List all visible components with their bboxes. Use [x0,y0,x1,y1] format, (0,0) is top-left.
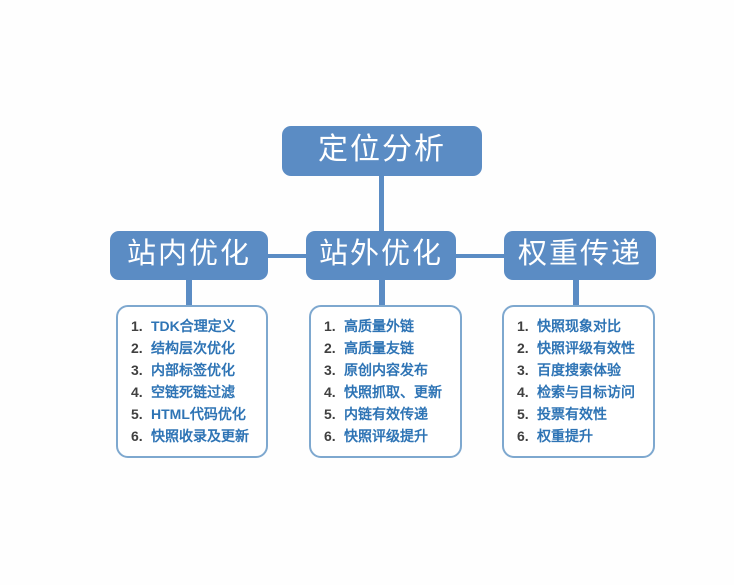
node-branch-2[interactable]: 站外优化 [306,231,456,280]
list-item[interactable]: 2. 高质量友链 [311,338,460,360]
list-item[interactable]: 2. 快照评级有效性 [504,338,653,360]
list-item-label: 快照抓取、更新 [344,384,442,400]
list-item-number: 6. [131,428,143,444]
connector-branch-1-to-list [186,278,192,308]
list-item[interactable]: 1. 高质量外链 [311,316,460,338]
list-box-branch-1: 1. TDK合理定义 2. 结构层次优化 3. 内部标签优化 4. 空链死链过滤… [116,305,268,458]
list-item-number: 2. [131,340,143,356]
list-item-label: 高质量友链 [344,340,414,356]
connector-branch-2-to-list [379,278,385,308]
list-item-number: 4. [324,384,336,400]
list-item-label: 百度搜索体验 [537,362,621,378]
list-item-number: 3. [131,362,143,378]
list-item-label: 快照评级提升 [344,428,428,444]
list-box-branch-2: 1. 高质量外链 2. 高质量友链 3. 原创内容发布 4. 快照抓取、更新 5… [309,305,462,458]
list-item-number: 5. [517,406,529,422]
list-item-label: 权重提升 [537,428,593,444]
list-item[interactable]: 1. 快照现象对比 [504,316,653,338]
list-item[interactable]: 6. 快照收录及更新 [118,426,266,448]
list-branch-1: 1. TDK合理定义 2. 结构层次优化 3. 内部标签优化 4. 空链死链过滤… [118,316,266,448]
list-item[interactable]: 3. 百度搜索体验 [504,360,653,382]
list-item-number: 2. [324,340,336,356]
connector-branch-3-to-list [573,278,579,308]
list-item-label: TDK合理定义 [151,318,236,334]
list-item[interactable]: 4. 快照抓取、更新 [311,382,460,404]
node-root-label: 定位分析 [318,132,446,166]
list-item[interactable]: 4. 空链死链过滤 [118,382,266,404]
list-item-number: 5. [131,406,143,422]
list-item-number: 5. [324,406,336,422]
list-item-number: 6. [324,428,336,444]
list-item-label: 快照收录及更新 [151,428,249,444]
list-item-label: 检索与目标访问 [537,384,635,400]
list-item-number: 3. [517,362,529,378]
list-item-number: 4. [517,384,529,400]
list-item-number: 1. [517,318,529,334]
node-branch-1[interactable]: 站内优化 [110,231,268,280]
list-item[interactable]: 4. 检索与目标访问 [504,382,653,404]
list-item-number: 6. [517,428,529,444]
list-item[interactable]: 2. 结构层次优化 [118,338,266,360]
list-branch-3: 1. 快照现象对比 2. 快照评级有效性 3. 百度搜索体验 4. 检索与目标访… [504,316,653,448]
list-item-label: 快照现象对比 [537,318,621,334]
list-item-number: 1. [131,318,143,334]
list-item[interactable]: 3. 内部标签优化 [118,360,266,382]
list-item-number: 3. [324,362,336,378]
list-item-label: 原创内容发布 [344,362,428,378]
list-item-label: 结构层次优化 [151,340,235,356]
node-branch-1-label: 站内优化 [126,237,251,270]
list-item-label: 内链有效传递 [344,406,428,422]
list-item-label: HTML代码优化 [151,406,246,422]
node-branch-2-label: 站外优化 [318,237,443,270]
list-item-label: 高质量外链 [344,318,414,334]
list-item[interactable]: 6. 权重提升 [504,426,653,448]
list-item[interactable]: 5. HTML代码优化 [118,404,266,426]
node-root[interactable]: 定位分析 [282,126,482,176]
list-branch-2: 1. 高质量外链 2. 高质量友链 3. 原创内容发布 4. 快照抓取、更新 5… [311,316,460,448]
list-item[interactable]: 5. 投票有效性 [504,404,653,426]
list-item-label: 快照评级有效性 [537,340,635,356]
list-item-label: 内部标签优化 [151,362,235,378]
list-item[interactable]: 5. 内链有效传递 [311,404,460,426]
list-item-label: 投票有效性 [537,406,607,422]
list-item-label: 空链死链过滤 [151,384,235,400]
list-box-branch-3: 1. 快照现象对比 2. 快照评级有效性 3. 百度搜索体验 4. 检索与目标访… [502,305,655,458]
list-item-number: 4. [131,384,143,400]
node-branch-3-label: 权重传递 [517,237,642,270]
connector-root-to-middle [379,174,384,234]
list-item[interactable]: 6. 快照评级提升 [311,426,460,448]
list-item-number: 2. [517,340,529,356]
list-item-number: 1. [324,318,336,334]
list-item[interactable]: 3. 原创内容发布 [311,360,460,382]
node-branch-3[interactable]: 权重传递 [504,231,656,280]
list-item[interactable]: 1. TDK合理定义 [118,316,266,338]
